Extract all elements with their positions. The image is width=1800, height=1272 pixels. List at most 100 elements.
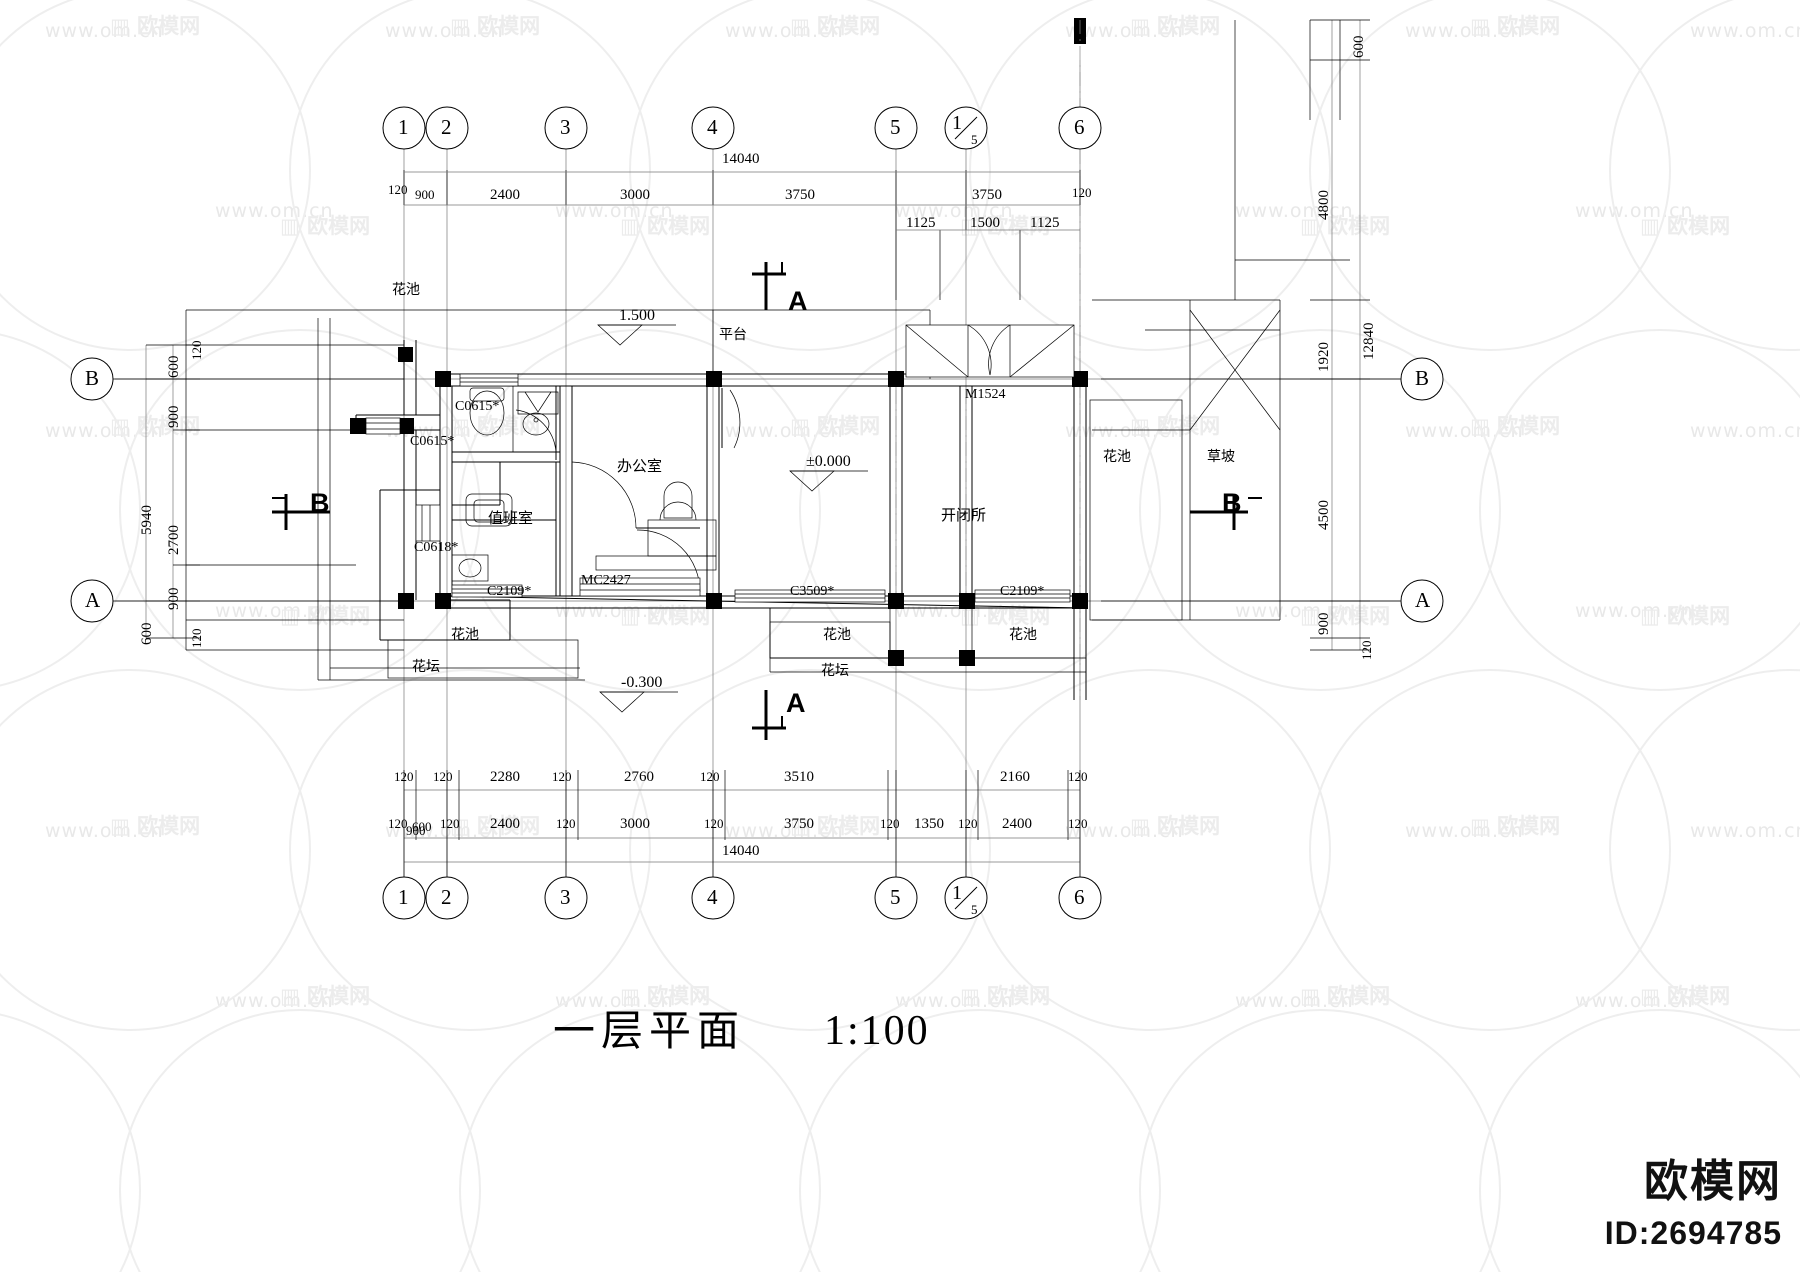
grid-bubble-top-5[interactable]: 5 bbox=[890, 115, 901, 139]
grid-bubble-top-1[interactable]: 1 bbox=[398, 115, 409, 139]
watermark-brand: ▥ 欧模网 bbox=[1640, 604, 1731, 628]
dim-left-total: 5940 bbox=[139, 505, 155, 535]
watermark-brand: ▥ 欧模网 bbox=[110, 814, 201, 838]
section-mark-A-bottom: A bbox=[786, 688, 806, 718]
dim-bot2-3750: 3750 bbox=[784, 816, 814, 832]
grid-bubble-bottom-6[interactable]: 6 bbox=[1074, 885, 1085, 909]
dim-bot1-120d: 120 bbox=[700, 769, 720, 784]
watermark-brand: ▥ 欧模网 bbox=[110, 414, 201, 438]
watermark-url: www.om.cn bbox=[895, 600, 1014, 622]
grid-bubble-bottom-1_5-num[interactable]: 1 bbox=[952, 882, 962, 904]
dim-overall-top: 14040 bbox=[722, 151, 760, 167]
grid-bubble-top-6[interactable]: 6 bbox=[1074, 115, 1085, 139]
grid-bubble-bottom-3[interactable]: 3 bbox=[560, 885, 571, 909]
section-mark-B-left: B bbox=[310, 488, 330, 518]
dim-bot2-120d: 120 bbox=[704, 816, 724, 831]
dim-left-900b: 900 bbox=[166, 587, 182, 611]
dim-bot2-600: 600 bbox=[412, 819, 432, 834]
watermark-brand: ▥ 欧模网 bbox=[450, 14, 541, 38]
grid-bubble-bottom-1[interactable]: 1 bbox=[398, 885, 409, 909]
opening-tag-c2109-a: C2109* bbox=[487, 584, 532, 599]
dim-bot2-2400b: 2400 bbox=[1002, 816, 1032, 832]
watermark-url: www.om.cn bbox=[1690, 20, 1800, 42]
dim-bot1-120b: 120 bbox=[433, 769, 453, 784]
watermark-url: www.om.cn bbox=[1690, 820, 1800, 842]
level-marker-1500: 1.500 bbox=[619, 307, 655, 324]
dim-bot2-120b: 120 bbox=[440, 816, 460, 831]
level-marker-zero: ±0.000 bbox=[806, 453, 851, 470]
dim-bot2-120e: 120 bbox=[880, 816, 900, 831]
site-label-grass-slope: 草坡 bbox=[1207, 449, 1235, 465]
dim-top-1500: 1500 bbox=[970, 215, 1000, 231]
watermark-url: www.om.cn bbox=[1405, 420, 1524, 442]
watermark-url: www.om.cn bbox=[555, 600, 674, 622]
room-label-switch-station: 开闭所 bbox=[941, 506, 987, 524]
dim-right-120: 120 bbox=[1359, 640, 1374, 661]
watermark-brand: ▥ 欧模网 bbox=[790, 14, 881, 38]
site-label-flower-bed-1: 花坛 bbox=[412, 659, 440, 675]
watermark-url: www.om.cn bbox=[45, 420, 164, 442]
site-label-terrace: 平台 bbox=[719, 327, 747, 343]
dim-bot2-120c: 120 bbox=[556, 816, 576, 831]
dim-right-600: 600 bbox=[1351, 35, 1367, 59]
watermark-url: www.om.cn bbox=[895, 990, 1014, 1012]
grid-bubble-left-B[interactable]: B bbox=[85, 366, 100, 390]
grid-bubble-bottom-2[interactable]: 2 bbox=[441, 885, 452, 909]
grid-bubble-right-A[interactable]: A bbox=[1415, 588, 1431, 612]
dim-bot1-2160: 2160 bbox=[1000, 769, 1030, 785]
watermark-url: www.om.cn bbox=[1690, 420, 1800, 442]
watermark-brand: ▥ 欧模网 bbox=[450, 814, 541, 838]
dim-top-3000: 3000 bbox=[620, 187, 650, 203]
watermark-url: www.om.cn bbox=[1405, 20, 1524, 42]
grid-bubble-right-B[interactable]: B bbox=[1415, 366, 1430, 390]
dim-bot2-120f: 120 bbox=[958, 816, 978, 831]
logo-image-id: ID:2694785 bbox=[1604, 1215, 1782, 1251]
level-marker-minus300: -0.300 bbox=[621, 674, 663, 691]
watermark-brand: ▥ 欧模网 bbox=[1130, 14, 1221, 38]
dim-top-1125b: 1125 bbox=[1030, 215, 1060, 231]
watermark-brand: ▥ 欧模网 bbox=[620, 214, 711, 238]
dim-left-900a: 900 bbox=[166, 405, 182, 429]
grid-bubble-bottom-1_5-den[interactable]: 5 bbox=[971, 902, 978, 917]
site-label-flower-pond-3: 花池 bbox=[451, 627, 479, 643]
section-mark-B-right: B bbox=[1222, 488, 1242, 518]
dim-bot1-2760: 2760 bbox=[624, 769, 654, 785]
dim-right-900: 900 bbox=[1316, 612, 1332, 636]
watermark-brand: ▥ 欧模网 bbox=[110, 14, 201, 38]
grid-bubble-bottom-4[interactable]: 4 bbox=[707, 885, 718, 909]
opening-tag-c0615-b: C0615* bbox=[410, 434, 455, 449]
site-label-flower-bed-2: 花坛 bbox=[821, 663, 849, 679]
watermark-brand: ▥ 欧模网 bbox=[790, 414, 881, 438]
grid-bubble-top-2[interactable]: 2 bbox=[441, 115, 452, 139]
watermark-url: www.om.cn bbox=[725, 820, 844, 842]
grid-bubble-top-1_5-den[interactable]: 5 bbox=[971, 132, 978, 147]
section-mark-A-top: A bbox=[788, 286, 808, 316]
dim-left-600b: 600 bbox=[139, 622, 155, 646]
dim-bot1-120e: 120 bbox=[1068, 769, 1088, 784]
grid-bubble-top-4[interactable]: 4 bbox=[707, 115, 718, 139]
dim-top-2400: 2400 bbox=[490, 187, 520, 203]
watermark-url: www.om.cn bbox=[385, 820, 504, 842]
site-label-flower-pond-4: 花池 bbox=[823, 627, 851, 643]
grid-bubble-left-A[interactable]: A bbox=[85, 588, 101, 612]
dim-bot1-2280: 2280 bbox=[490, 769, 520, 785]
watermark-url: www.om.cn bbox=[725, 420, 844, 442]
opening-tag-c3509: C3509* bbox=[790, 584, 835, 599]
watermark-url: www.om.cn bbox=[1235, 990, 1354, 1012]
room-label-office: 办公室 bbox=[617, 457, 663, 475]
grid-bubble-bottom-5[interactable]: 5 bbox=[890, 885, 901, 909]
watermark-url: www.om.cn bbox=[1065, 420, 1184, 442]
site-logo: 欧模网 ID:2694785 bbox=[1605, 1145, 1782, 1252]
dim-right-total: 12840 bbox=[1361, 322, 1377, 361]
watermark-url: www.om.cn bbox=[1575, 990, 1694, 1012]
dim-bot2-3000: 3000 bbox=[620, 816, 650, 832]
watermark-url: www.om.cn bbox=[215, 990, 334, 1012]
dim-bot2-120g: 120 bbox=[1068, 816, 1088, 831]
watermark-brand: ▥ 欧模网 bbox=[960, 214, 1051, 238]
dim-right-4800: 4800 bbox=[1316, 190, 1332, 220]
grid-bubble-top-1_5-num[interactable]: 1 bbox=[952, 112, 962, 134]
site-label-flower-pond-1: 花池 bbox=[392, 282, 420, 298]
grid-bubble-top-3[interactable]: 3 bbox=[560, 115, 571, 139]
